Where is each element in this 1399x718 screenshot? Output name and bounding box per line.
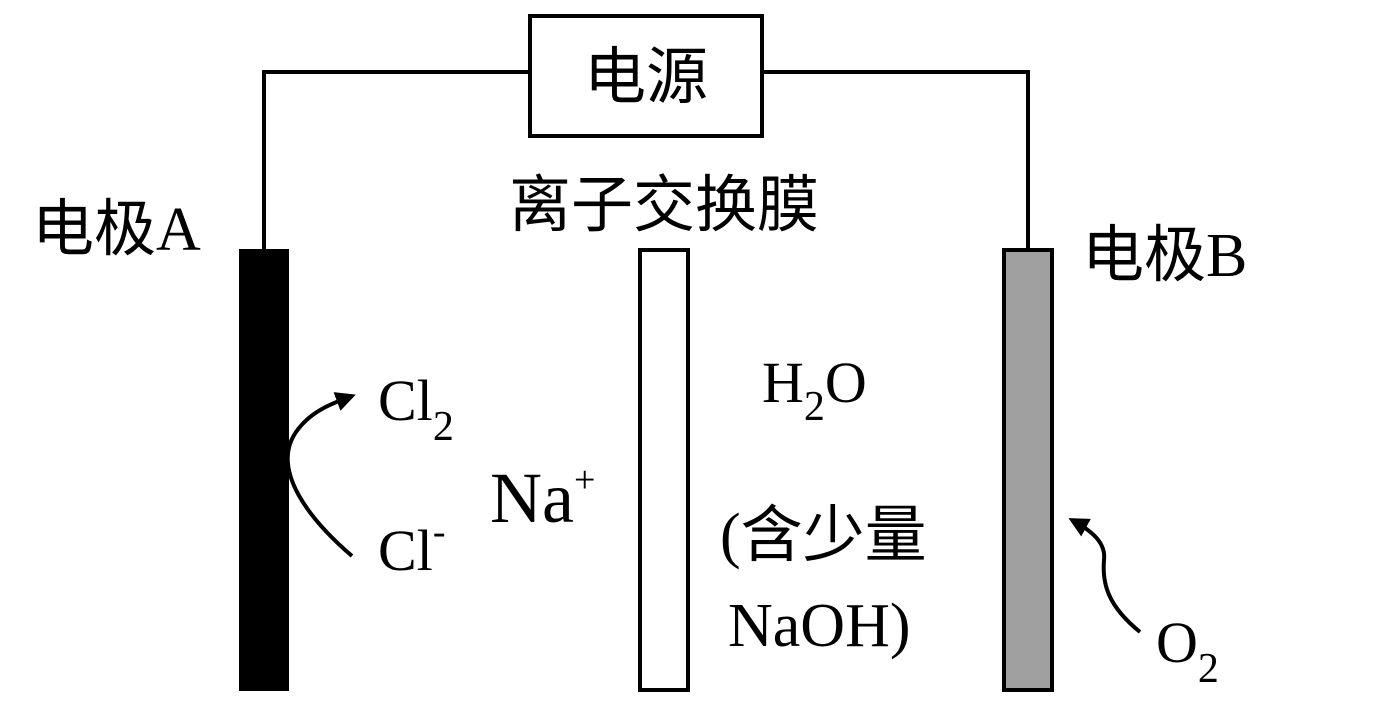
circuit-wire <box>262 70 1030 250</box>
electrode-b-label: 电极B <box>1082 222 1247 290</box>
power-supply-box <box>528 14 764 138</box>
chloride-symbol: Cl <box>378 518 433 583</box>
chlorine-gas-formula: Cl2 <box>378 368 454 450</box>
chloride-oxidation-arrow <box>285 392 356 558</box>
electrode-b <box>1002 248 1054 692</box>
membrane-label: 离子交换膜 <box>509 172 819 240</box>
naoh-note-line2: NaOH) <box>728 592 911 660</box>
sodium-ion-formula: Na+ <box>490 458 595 538</box>
oxygen-subscript: 2 <box>1198 646 1219 692</box>
chlorine-subscript: 2 <box>433 404 454 450</box>
water-o: O <box>825 350 867 415</box>
water-formula: H2O <box>762 350 867 430</box>
ion-exchange-membrane <box>638 248 690 692</box>
sodium-superscript: + <box>574 459 595 501</box>
water-subscript: 2 <box>804 384 825 430</box>
oxygen-symbol: O <box>1156 610 1198 675</box>
electrode-a-label: 电极A <box>32 196 201 264</box>
oxygen-gas-formula: O2 <box>1156 610 1219 692</box>
chloride-ion-formula: Cl- <box>378 511 445 583</box>
water-h: H <box>762 350 804 415</box>
naoh-note-line1: (含少量 <box>720 502 927 570</box>
chloride-superscript: - <box>433 511 446 553</box>
electrode-a <box>239 249 289 691</box>
sodium-symbol: Na <box>490 458 574 538</box>
chlorine-symbol: Cl <box>378 368 433 433</box>
power-supply-label: 电源 <box>584 44 708 112</box>
oxygen-reduction-arrow <box>1068 518 1142 634</box>
